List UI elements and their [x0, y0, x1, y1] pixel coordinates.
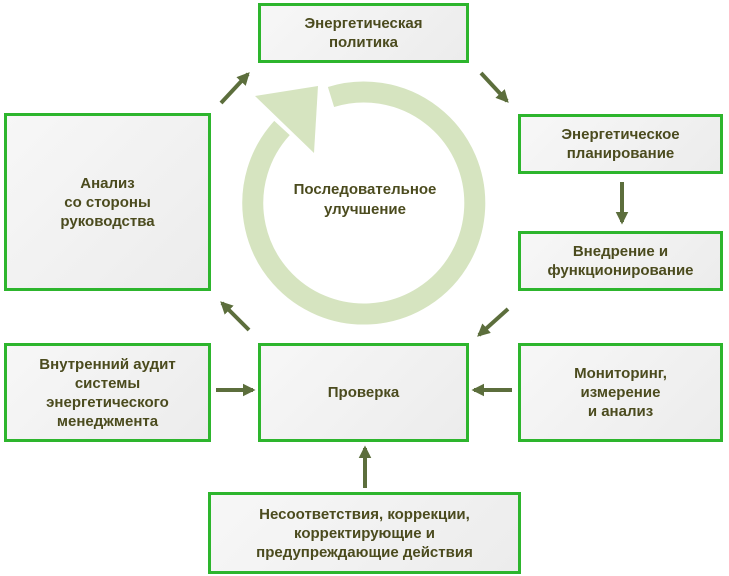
improvement-cycle-arrow	[242, 81, 486, 325]
arrow-policy-to-planning	[479, 71, 509, 103]
box-energy-policy: Энергетическая политика	[258, 3, 469, 63]
box-implementation: Внедрение и функционирование	[518, 231, 723, 291]
continual-improvement-label: Последовательное улучшение	[293, 181, 437, 218]
box-check: Проверка	[258, 343, 469, 442]
arrow-review-to-policy	[219, 72, 250, 105]
box-management-review: Анализ со стороны руководства	[4, 113, 211, 291]
box-monitoring: Мониторинг, измерение и анализ	[518, 343, 723, 442]
box-nonconformities: Несоответствия, коррекции, корректирующи…	[208, 492, 521, 574]
arrow-implementation-to-check	[477, 307, 510, 337]
arrow-check-to-review	[220, 301, 251, 332]
box-energy-planning: Энергетическое планирование	[518, 114, 723, 174]
box-internal-audit: Внутренний аудит системы энергетического…	[4, 343, 211, 442]
